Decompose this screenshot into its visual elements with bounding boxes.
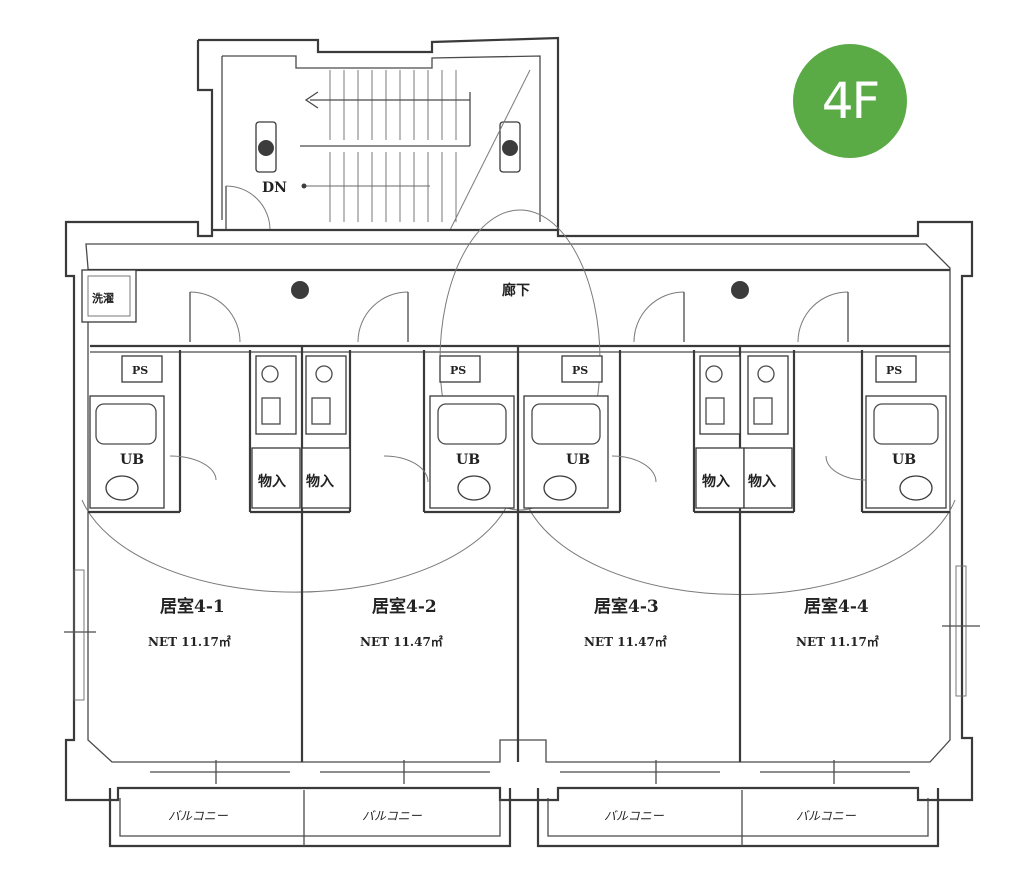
light-fixture — [291, 281, 309, 299]
unit-name-4-2: 居室4-2 — [372, 596, 437, 617]
balcony-label: バルコニー — [796, 809, 857, 823]
balcony-label: バルコニー — [168, 809, 229, 823]
ps-label: PS — [572, 364, 588, 377]
unit-name-4-1: 居室4-1 — [160, 596, 225, 617]
closet-label: 物入 — [748, 473, 776, 490]
corridor-doors — [189, 291, 849, 343]
balconies — [108, 788, 940, 848]
bath-label: UB — [566, 452, 590, 468]
unit-walls — [88, 346, 950, 762]
building-outline — [64, 220, 974, 802]
unit-area-4-2: NET 11.47㎡ — [360, 634, 443, 649]
ps-shafts — [121, 355, 917, 383]
laundry-label: 洗濯 — [92, 291, 114, 305]
unit-area-4-4: NET 11.17㎡ — [796, 634, 879, 649]
unit-baths — [89, 395, 947, 509]
balcony-windows — [150, 760, 910, 784]
closet-label: 物入 — [306, 473, 334, 490]
closets — [251, 447, 793, 509]
stair-core — [196, 36, 560, 231]
corridor-label: 廊下 — [502, 282, 530, 299]
stair-treads — [329, 70, 457, 222]
bath-label: UB — [120, 452, 144, 468]
floor-badge: 4F — [793, 44, 907, 158]
balcony-label: バルコニー — [362, 809, 423, 823]
kitchenettes — [255, 355, 789, 435]
unit-name-4-4: 居室4-4 — [804, 596, 869, 617]
closet-label: 物入 — [702, 473, 730, 490]
ps-label: PS — [132, 364, 148, 377]
bath-label: UB — [456, 452, 480, 468]
ps-label: PS — [886, 364, 902, 377]
laundry-space — [81, 269, 137, 323]
ps-label: PS — [450, 364, 466, 377]
unit-area-4-1: NET 11.17㎡ — [148, 634, 231, 649]
light-fixture — [731, 281, 749, 299]
closet-label: 物入 — [258, 473, 286, 490]
unit-area-4-3: NET 11.47㎡ — [584, 634, 667, 649]
stair-down-label: DN — [262, 180, 287, 196]
bath-label: UB — [892, 452, 916, 468]
unit-name-4-3: 居室4-3 — [594, 596, 659, 617]
balcony-label: バルコニー — [604, 809, 665, 823]
